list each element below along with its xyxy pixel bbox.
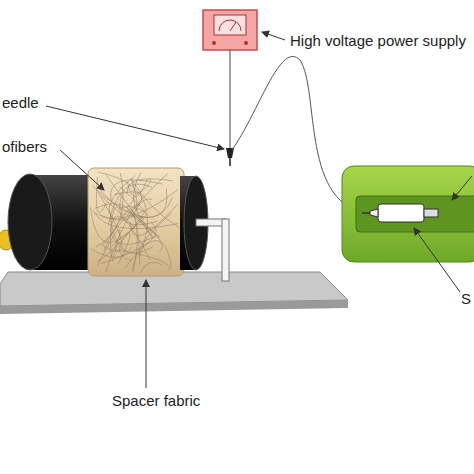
spacer-fabric-label: Spacer fabric <box>112 392 200 410</box>
fiber-stroke <box>127 179 147 197</box>
fiber-stroke <box>111 180 163 201</box>
fiber-stroke <box>95 204 137 273</box>
fiber-stroke <box>92 186 172 217</box>
fiber-stroke <box>98 187 135 208</box>
fiber-stroke <box>125 241 171 269</box>
fiber-stroke <box>115 250 170 271</box>
fiber-stroke <box>102 173 169 246</box>
fiber-stroke <box>98 192 122 251</box>
fiber-stroke <box>127 179 173 193</box>
fiber-stroke <box>97 229 120 266</box>
fiber-stroke <box>122 189 167 218</box>
fiber-stroke <box>91 247 132 257</box>
fiber-stroke <box>120 194 158 225</box>
fiber-stroke <box>115 187 146 217</box>
fiber-stroke <box>136 216 162 251</box>
fiber-stroke <box>93 211 178 229</box>
needle-label: eedle <box>2 94 39 112</box>
power-supply-label: High voltage power supply <box>290 32 466 50</box>
syringe-pump-label: S <box>461 290 471 308</box>
fiber-stroke <box>140 262 162 273</box>
nanofibers-label: ofibers <box>2 138 47 156</box>
fiber-stroke <box>110 216 150 260</box>
